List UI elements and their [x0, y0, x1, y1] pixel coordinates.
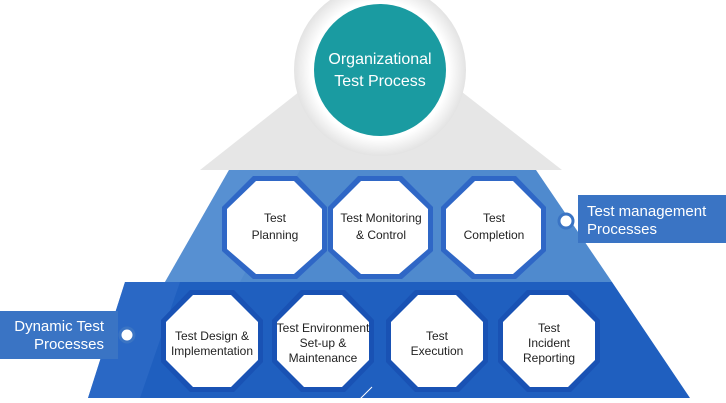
- test-planning-line1: Test: [264, 211, 287, 225]
- dynamic-test-label: Dynamic Test Processes: [0, 311, 136, 359]
- test-monitoring-line1: Test Monitoring: [340, 211, 421, 225]
- test-management-label-line2: Processes: [587, 221, 657, 238]
- management-process-test-planning: Test Planning: [222, 176, 327, 279]
- dynamic-test-connector-dot: [118, 326, 136, 344]
- test-environment-line2: Set-up &: [300, 336, 347, 350]
- top-title-line1: Organizational: [328, 51, 431, 68]
- test-management-connector-dot: [557, 212, 575, 230]
- test-execution-line1: Test: [426, 329, 449, 343]
- test-incident-line2: Incident: [528, 336, 571, 350]
- dynamic-test-label-line1: Dynamic Test: [14, 318, 105, 335]
- test-planning-line2: Planning: [252, 228, 299, 242]
- dynamic-process-test-design-implementation: Test Design & Implementation: [161, 290, 263, 392]
- top-title-line2: Test Process: [334, 73, 426, 90]
- dynamic-process-test-environment: Test Environment Set-up & Maintenance: [272, 290, 374, 392]
- test-management-label: Test management Processes: [557, 195, 726, 243]
- test-environment-line3: Maintenance: [289, 351, 358, 365]
- test-execution-line2: Execution: [411, 344, 464, 358]
- dynamic-process-test-execution: Test Execution: [386, 290, 488, 392]
- management-process-test-completion: Test Completion: [441, 176, 546, 279]
- test-management-label-line1: Test management: [587, 203, 707, 220]
- test-design-line1: Test Design &: [175, 329, 249, 343]
- connector-line: [355, 386, 373, 403]
- bottom-tier-shade: [88, 282, 180, 398]
- test-design-line2: Implementation: [171, 344, 253, 358]
- management-process-test-monitoring-control: Test Monitoring & Control: [328, 176, 433, 279]
- dynamic-process-test-incident-reporting: Test Incident Reporting: [498, 290, 600, 392]
- test-incident-line3: Reporting: [523, 351, 575, 365]
- test-incident-line1: Test: [538, 321, 561, 335]
- test-completion-line1: Test: [483, 211, 506, 225]
- top-circle: [314, 4, 446, 136]
- dynamic-test-label-line2: Processes: [34, 336, 104, 353]
- test-environment-line1: Test Environment: [277, 321, 370, 335]
- test-monitoring-line2: & Control: [356, 228, 406, 242]
- test-completion-line2: Completion: [464, 228, 525, 242]
